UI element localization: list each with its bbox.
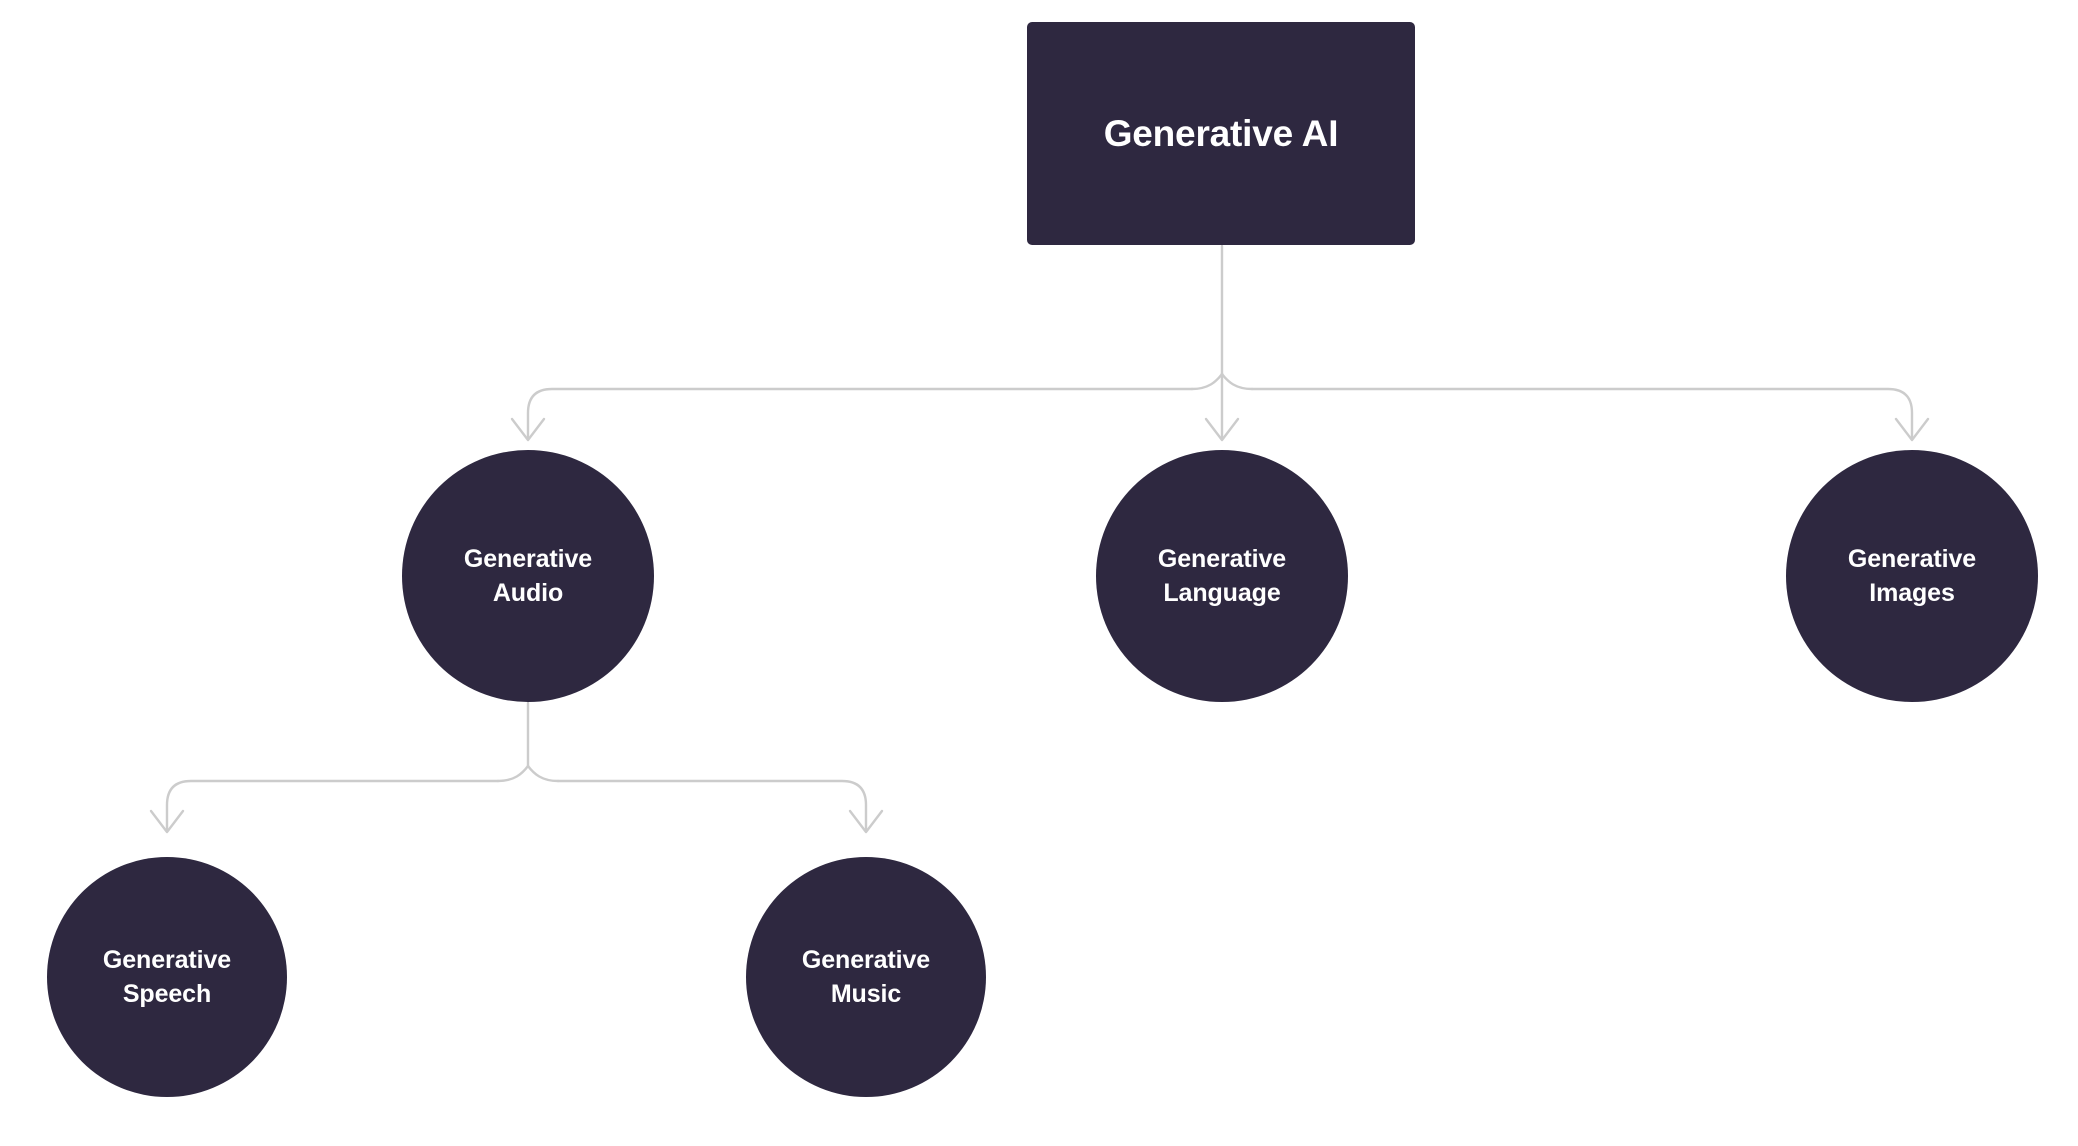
edge-bus-junction-right <box>1220 372 1254 391</box>
edge-bus2-left <box>165 779 500 832</box>
edge-bus-left <box>526 387 1194 440</box>
edge-bus2-junction-right <box>526 764 560 783</box>
node-generative-audio-label: Generative Audio <box>463 544 593 608</box>
edge-bus2-right <box>556 779 868 832</box>
node-generative-images[interactable]: Generative Images <box>1786 450 2038 702</box>
arrowhead-audio <box>510 417 546 442</box>
node-generative-language-label: Generative Language <box>1157 544 1287 608</box>
arrowhead-music <box>848 809 884 834</box>
node-generative-music-label: Generative Music <box>801 945 931 1009</box>
node-generative-audio[interactable]: Generative Audio <box>402 450 654 702</box>
node-generative-language[interactable]: Generative Language <box>1096 450 1348 702</box>
arrowhead-speech <box>149 809 185 834</box>
node-generative-speech[interactable]: Generative Speech <box>47 857 287 1097</box>
edge-bus-junction-left <box>1190 372 1224 391</box>
arrowhead-language <box>1204 417 1240 442</box>
node-generative-images-label: Generative Images <box>1847 544 1977 608</box>
node-generative-speech-label: Generative Speech <box>102 945 232 1009</box>
edge-bus2-junction-left <box>496 764 530 783</box>
node-generative-ai-label: Generative AI <box>1103 112 1339 154</box>
node-generative-music[interactable]: Generative Music <box>746 857 986 1097</box>
edge-bus-right <box>1250 387 1914 440</box>
arrowhead-images <box>1894 417 1930 442</box>
node-generative-ai[interactable]: Generative AI <box>1027 22 1415 245</box>
